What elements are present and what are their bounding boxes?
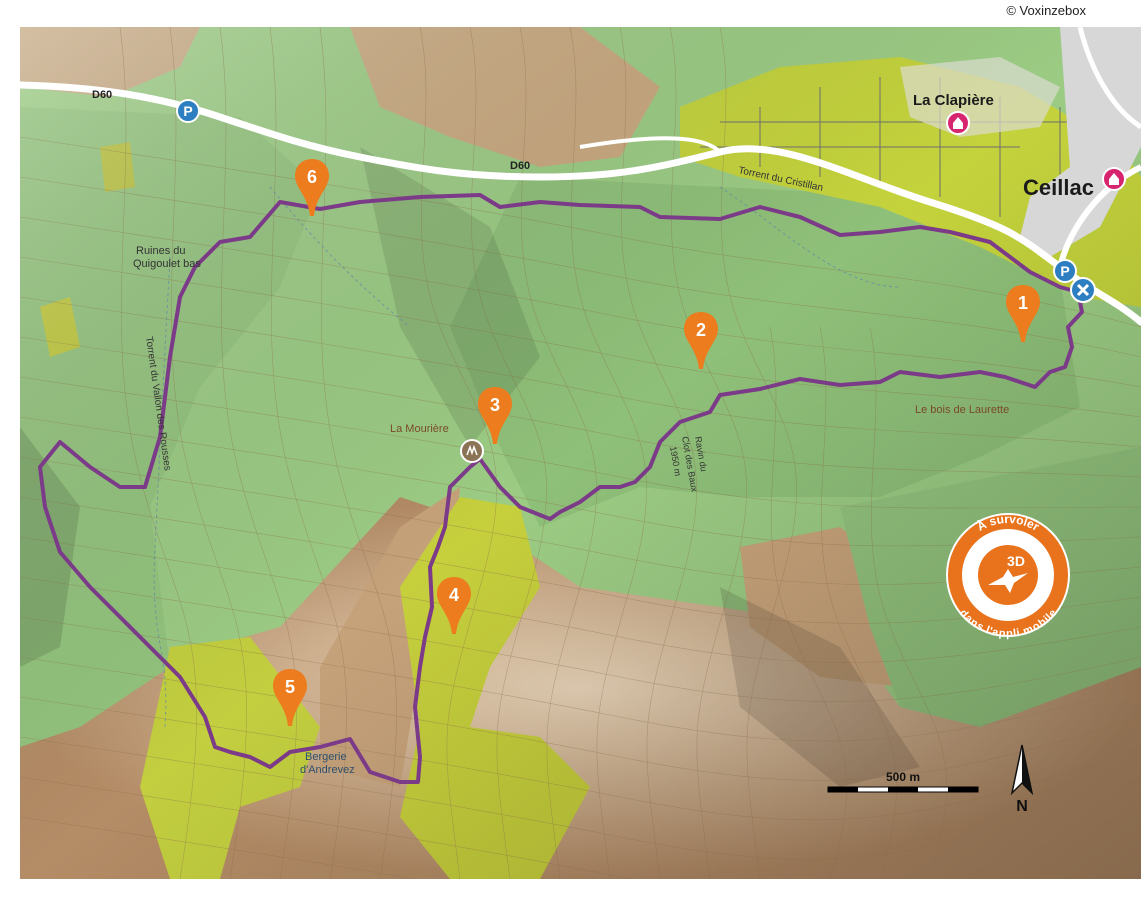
waypoint-marker-2[interactable]: 2	[684, 312, 718, 369]
start-cross-icon[interactable]	[1070, 277, 1096, 303]
village-ceillac	[1020, 27, 1141, 257]
waypoint-marker-1[interactable]: 1	[1006, 285, 1040, 342]
road-branch	[579, 136, 722, 154]
waypoint-number: 6	[307, 167, 317, 187]
north-label: N	[1016, 798, 1028, 815]
parking-icon[interactable]: P	[1053, 259, 1077, 283]
map-frame[interactable]: La Clapière Ceillac Ruines du Quigoulet …	[20, 27, 1141, 879]
waypoint-marker-6[interactable]: 6	[295, 159, 329, 216]
waypoint-number: 5	[285, 677, 295, 697]
scale-bar: 500 m	[827, 770, 979, 793]
church-icon	[946, 111, 970, 135]
road-village-2	[1077, 27, 1141, 130]
label-ruines-2: Quigoulet bas	[133, 258, 201, 270]
parking-icon-label: P	[183, 103, 192, 119]
label-d60-center: D60	[510, 160, 530, 172]
hiking-route	[38, 193, 1084, 784]
3d-flyover-badge[interactable]: À survoler dans l'appli mobile 3D	[946, 512, 1070, 640]
bird-icon	[988, 569, 1028, 593]
church-icon	[1102, 167, 1126, 191]
north-arrow-icon: N	[1010, 744, 1034, 815]
waypoint-number: 1	[1018, 293, 1028, 313]
parking-icon[interactable]: P	[176, 99, 200, 123]
waypoint-number: 2	[696, 320, 706, 340]
label-ceillac: Ceillac	[1023, 175, 1094, 200]
label-ruines-1: Ruines du	[136, 245, 186, 257]
waypoint-number: 4	[449, 585, 459, 605]
waypoint-marker-3[interactable]: 3	[478, 387, 512, 444]
streams	[153, 186, 901, 728]
waypoint-number: 3	[490, 395, 500, 415]
waypoint-marker-5[interactable]: 5	[273, 669, 307, 726]
parking-icon-label: P	[1060, 263, 1069, 279]
viewpoint-icon[interactable]	[460, 439, 484, 463]
scale-label: 500 m	[886, 770, 920, 784]
hillshade	[20, 27, 1141, 879]
label-la-clapiere: La Clapière	[913, 92, 994, 109]
waypoint-marker-4[interactable]: 4	[437, 577, 471, 634]
label-bergerie-1: Bergerie	[305, 751, 347, 763]
road-d60	[20, 81, 1141, 326]
road-village	[1057, 164, 1141, 268]
copyright-credit: © Voxinzebox	[1006, 3, 1086, 18]
village-clapiere	[900, 57, 1060, 137]
label-bergerie-2: d'Andrevez	[300, 764, 355, 776]
label-bois-laurette: Le bois de Laurette	[915, 404, 1009, 416]
shadow-ridge-1	[360, 147, 540, 447]
label-la-mouriere: La Mourière	[390, 423, 449, 435]
shadow-ridge-3	[20, 427, 80, 667]
label-d60-west: D60	[92, 89, 112, 101]
topographic-map[interactable]: La Clapière Ceillac Ruines du Quigoulet …	[20, 27, 1141, 879]
shadow-ridge-2	[720, 587, 920, 787]
badge-center-text: 3D	[1007, 553, 1025, 569]
